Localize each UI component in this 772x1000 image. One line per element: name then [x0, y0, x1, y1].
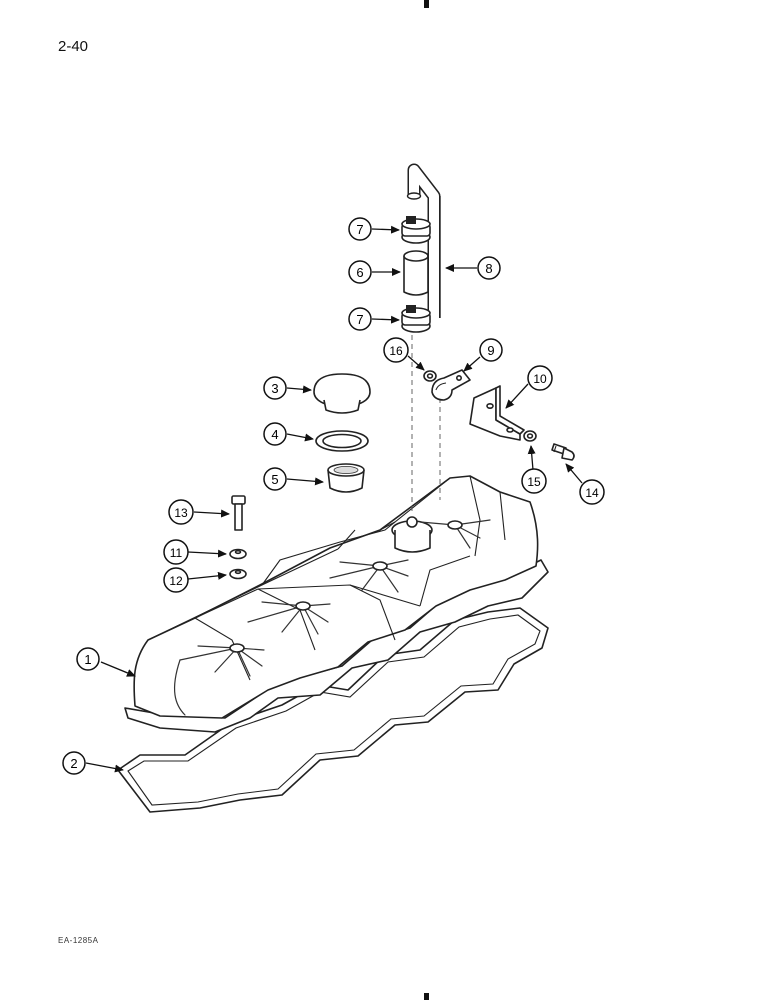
tube-clip [431, 369, 471, 401]
callout-14: 14 [579, 479, 605, 505]
svg-text:14: 14 [585, 486, 599, 500]
oil-filler-cap [313, 373, 371, 414]
svg-text:11: 11 [170, 546, 183, 560]
svg-text:5: 5 [271, 472, 278, 487]
svg-text:7: 7 [356, 312, 363, 327]
callout-11: 11 [163, 539, 189, 565]
svg-text:12: 12 [169, 574, 183, 588]
callout-7-lower: 7 [348, 307, 372, 331]
breather-hose [403, 250, 429, 296]
washer-11 [229, 548, 247, 560]
mounting-bracket [469, 385, 525, 441]
svg-text:13: 13 [174, 506, 188, 520]
filler-cap-seal [315, 430, 369, 452]
bolt-14 [551, 443, 575, 461]
svg-text:2: 2 [70, 756, 77, 771]
callout-6: 6 [348, 260, 372, 284]
figure-code: EA-1285A [58, 936, 99, 945]
washer-16 [423, 370, 437, 382]
seal-washer-12 [229, 568, 247, 580]
washer-15 [523, 430, 537, 442]
callout-12: 12 [163, 567, 189, 593]
callout-3: 3 [263, 376, 287, 400]
callout-15: 15 [521, 468, 547, 494]
callout-16: 16 [383, 337, 409, 363]
callout-9: 9 [479, 338, 503, 362]
svg-text:4: 4 [271, 427, 278, 442]
svg-text:6: 6 [356, 265, 363, 280]
callout-1: 1 [76, 647, 100, 671]
callout-13: 13 [168, 499, 194, 525]
top-registration-mark [424, 0, 429, 8]
rocker-cover [124, 475, 549, 733]
svg-text:10: 10 [533, 372, 547, 386]
svg-text:7: 7 [356, 222, 363, 237]
callout-4: 4 [263, 422, 287, 446]
page-number: 2-40 [58, 38, 89, 55]
filler-strainer [327, 463, 365, 493]
callout-2: 2 [62, 751, 86, 775]
callout-7-upper: 7 [348, 217, 372, 241]
callout-leaders [85, 225, 583, 773]
breather-tube [406, 163, 441, 318]
callout-5: 5 [263, 467, 287, 491]
svg-text:8: 8 [485, 261, 492, 276]
cover-bolt [231, 495, 246, 531]
svg-text:9: 9 [487, 343, 494, 358]
hose-clamp-upper [401, 216, 431, 244]
svg-text:16: 16 [389, 344, 403, 358]
svg-text:15: 15 [527, 475, 541, 489]
svg-text:1: 1 [84, 652, 91, 667]
bottom-registration-mark [424, 993, 429, 1000]
hose-clamp-lower [401, 305, 431, 333]
callout-8: 8 [477, 256, 501, 280]
rocker-cover-gasket [117, 607, 549, 813]
svg-text:3: 3 [271, 381, 278, 396]
callout-10: 10 [527, 365, 553, 391]
